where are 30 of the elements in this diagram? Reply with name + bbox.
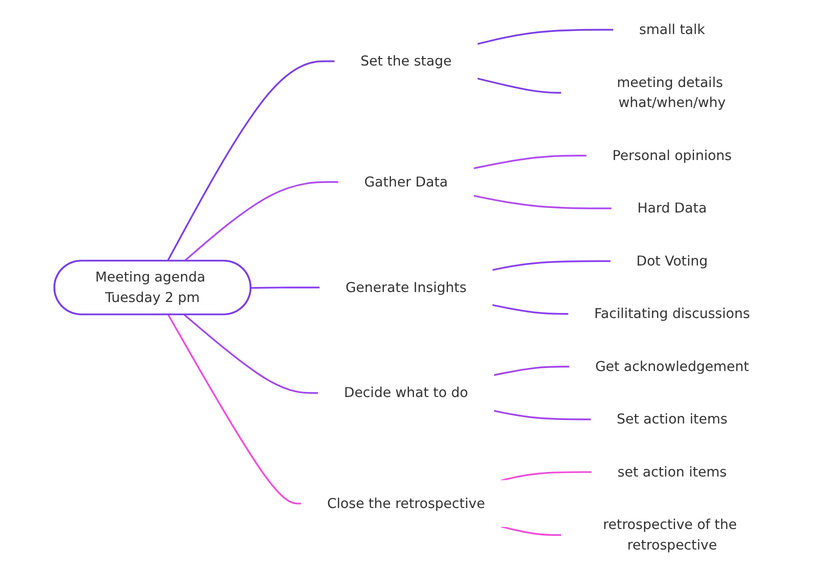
connector — [476, 28, 614, 45]
connector — [251, 286, 320, 289]
connector — [473, 154, 587, 170]
connector — [493, 366, 570, 376]
node-text: Facilitating discussions — [594, 305, 750, 322]
connector — [166, 60, 335, 262]
connector — [492, 304, 569, 315]
connector — [473, 194, 612, 210]
connector — [184, 314, 318, 394]
connector — [500, 526, 562, 536]
node-text: Hard Data — [637, 200, 707, 216]
connector — [184, 181, 339, 262]
node-text: Set action items — [616, 410, 728, 427]
connector — [500, 471, 592, 482]
connector — [167, 314, 302, 504]
node-text: Generate Insights — [346, 278, 467, 296]
node-text: Close the retrospective — [327, 495, 485, 512]
connector — [492, 260, 611, 271]
node-text: Decide what to do — [344, 384, 468, 401]
node-text: meeting details what/when/why — [616, 74, 726, 111]
node-text: small talk — [639, 21, 706, 38]
node-text: set action items — [618, 464, 727, 480]
node-text: Set the stage — [360, 52, 452, 69]
connector — [476, 78, 562, 94]
node-text: Dot Voting — [636, 252, 708, 269]
node-text: Get acknowledgement — [595, 358, 749, 374]
node-text: Personal opinions — [612, 147, 732, 164]
node-text: retrospective of the retrospective — [602, 516, 737, 553]
connector — [493, 410, 592, 420]
node-text: Gather Data — [364, 174, 448, 190]
